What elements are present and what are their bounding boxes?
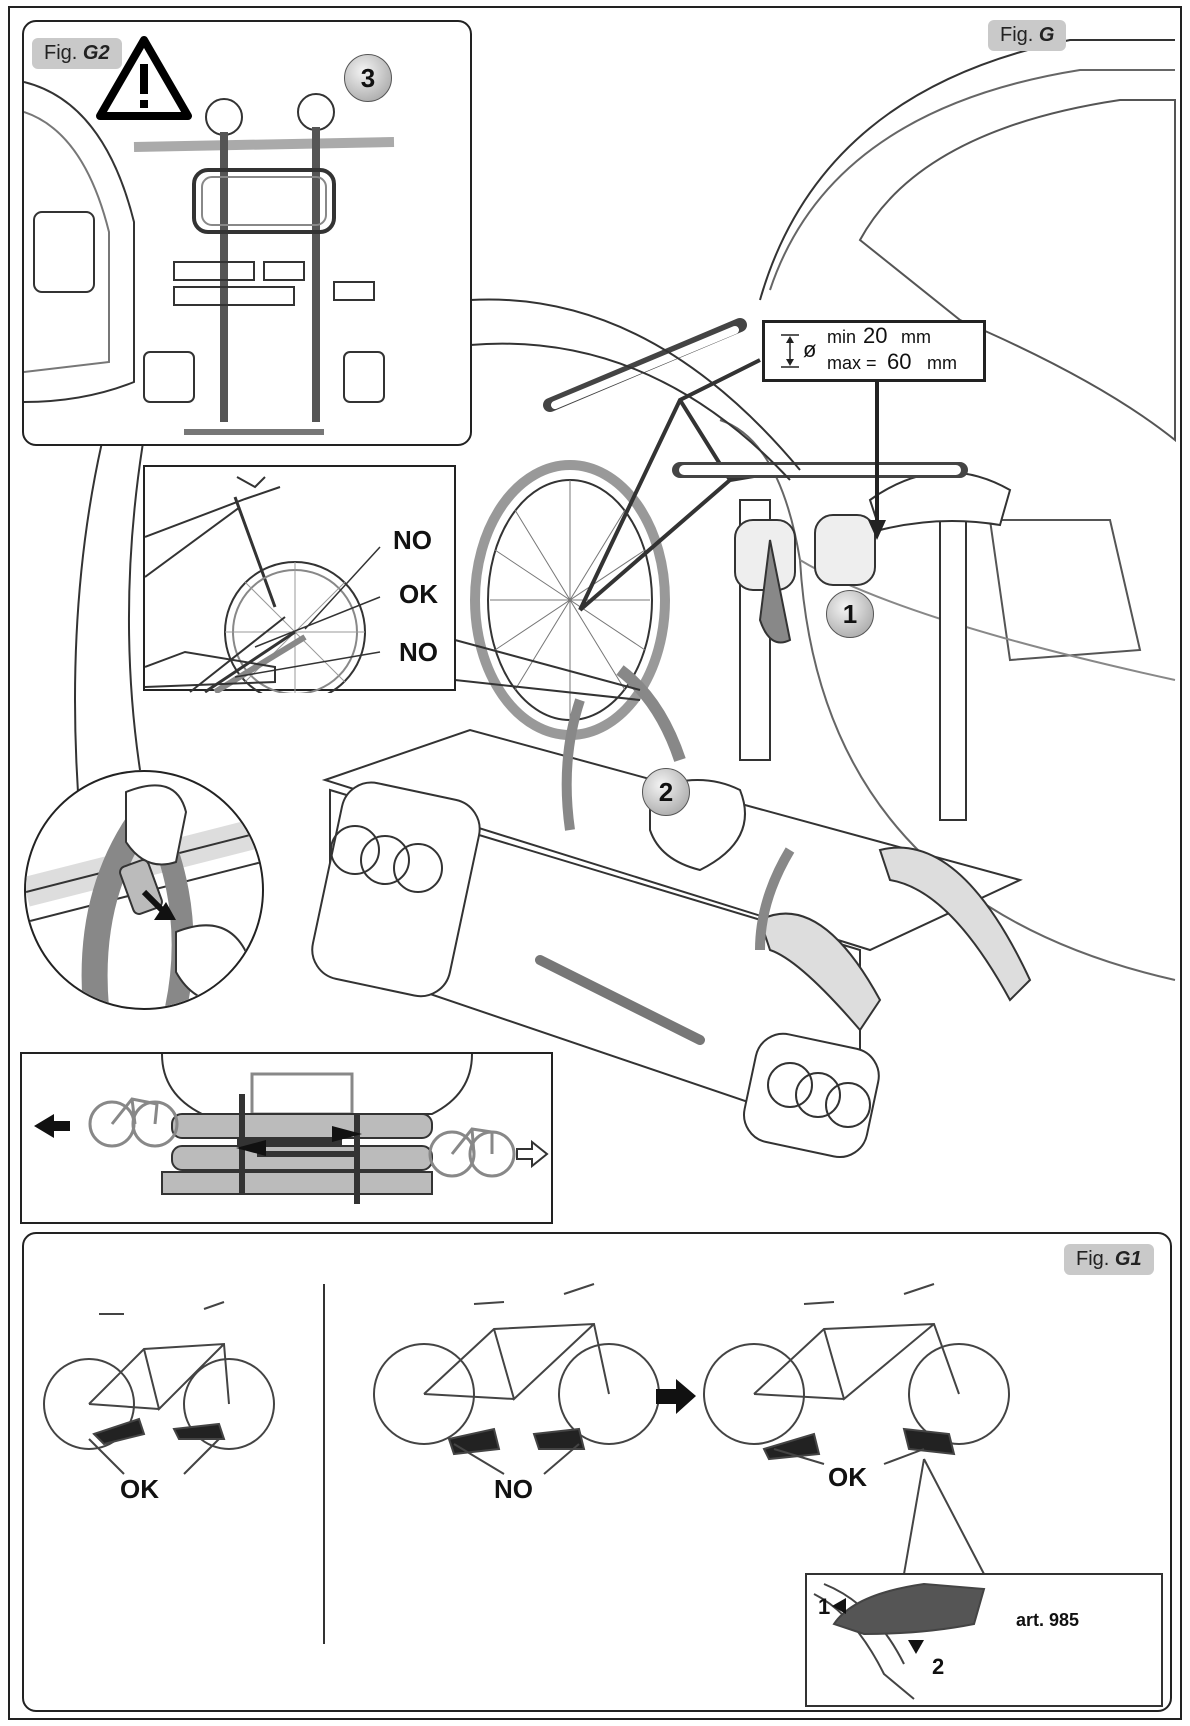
g1-label-no: NO	[494, 1474, 533, 1504]
min-label: min	[827, 327, 857, 347]
step-badge-1: 1	[826, 590, 874, 638]
max-label: max =	[827, 353, 877, 373]
max-value: 60	[887, 349, 912, 374]
fig-prefix: Fig.	[44, 42, 78, 64]
fig-g-label: Fig. G	[988, 20, 1067, 51]
fig-id: G2	[82, 42, 110, 64]
fig-id: G1	[1114, 1248, 1142, 1270]
diameter-symbol: ø	[803, 337, 817, 362]
label-no-top: NO	[393, 525, 432, 555]
wheel-strap-illustration	[145, 476, 381, 693]
inset-article-number: art. 985	[1016, 1610, 1080, 1630]
min-unit: mm	[901, 327, 931, 347]
strap-release-illustration	[26, 784, 262, 1008]
fig-g2-label: Fig. G2	[32, 38, 122, 69]
step-badge-2: 2	[642, 768, 690, 816]
fig-g1-label: Fig. G1	[1064, 1244, 1154, 1275]
bike-position-illustrations	[43, 1283, 1163, 1707]
g1-label-ok-1: OK	[120, 1474, 159, 1504]
min-value: 20	[863, 323, 888, 348]
fig-prefix: Fig.	[1076, 1248, 1110, 1270]
strap-detail-circle	[24, 770, 264, 1010]
g1-label-ok-2: OK	[828, 1462, 867, 1492]
warning-icon	[96, 36, 192, 120]
step-badge-3: 3	[344, 54, 392, 102]
label-no-bottom: NO	[399, 637, 438, 667]
inset-step-2: 2	[932, 1654, 945, 1679]
diameter-dimension-icon	[781, 334, 799, 368]
label-ok: OK	[399, 579, 438, 609]
rack-rear-view-illustration	[24, 81, 395, 435]
fig-g1-panel: Fig. G1	[22, 1232, 1172, 1712]
wheel-detail-panel: NO OK NO	[143, 465, 456, 693]
fig-prefix: Fig.	[1000, 24, 1034, 46]
max-unit: mm	[927, 353, 957, 373]
inset-step-1: 1	[818, 1594, 831, 1619]
loading-direction-illustration	[34, 1054, 549, 1204]
fig-g2-panel: Fig. G2 3	[22, 20, 472, 446]
loading-direction-panel	[20, 1052, 553, 1224]
diameter-spec-box: ø min 20 mm max = 60 mm	[762, 320, 986, 382]
fig-id: G	[1038, 24, 1055, 46]
